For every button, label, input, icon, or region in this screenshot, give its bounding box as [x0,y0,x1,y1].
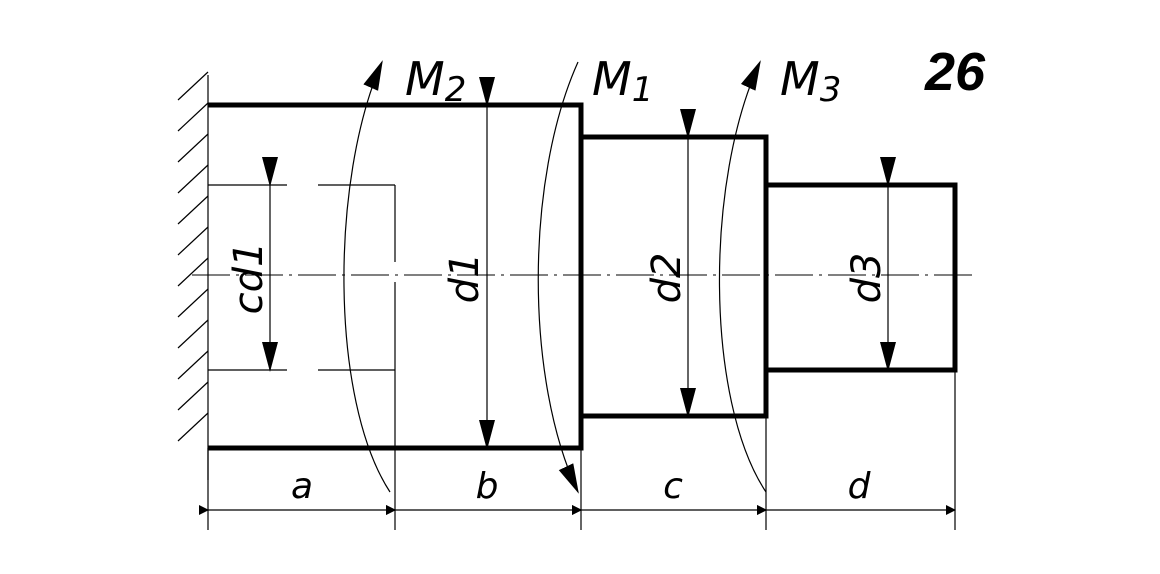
segment-a-label: a [291,466,313,507]
moment-m3-arrow [718,60,767,493]
hatch-line [177,133,209,163]
hatch-line [177,412,209,442]
moment-m1-label: M1 [592,52,653,110]
shaft-outline [208,102,958,451]
hatch-line [177,350,209,380]
wall-hatching [177,71,209,442]
segment-d-label: d [848,466,872,507]
moment-m1-arrow [537,61,579,494]
hatch-line [177,195,209,225]
problem-number: 26 [924,42,986,102]
label-d2: d2 [644,253,690,304]
hatch-line [177,102,209,132]
diameter-dimensions [262,77,896,450]
hatch-line [177,257,209,287]
hatch-line [177,381,209,411]
fixed-wall [177,71,209,480]
hatch-line [177,319,209,349]
moment-m2-arrow [343,60,391,493]
hatch-line [177,226,209,256]
segment-c-label: c [663,466,683,507]
label-d3: d3 [844,253,890,304]
label-cd1: cd1 [226,242,272,315]
hatch-line [177,288,209,318]
segment-b-label: b [476,466,499,507]
moment-m3-label: M3 [780,52,841,110]
moment-m2-label: M2 [405,52,466,110]
hollow-bore [208,184,396,371]
hatch-line [177,71,209,101]
label-d1: d1 [442,253,488,304]
hatch-line [177,164,209,194]
